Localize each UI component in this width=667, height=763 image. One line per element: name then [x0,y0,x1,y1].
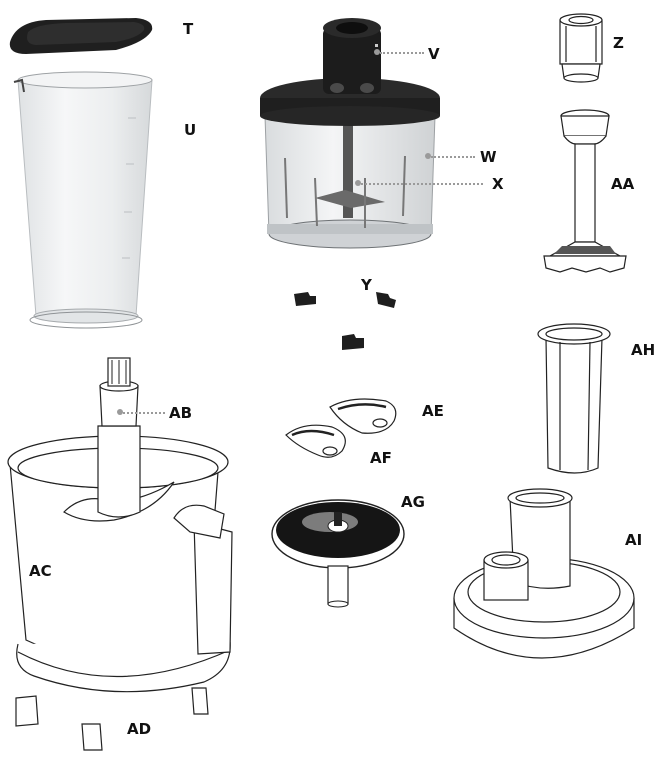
disc-holder-drawing [271,499,405,608]
label-v: V [428,45,440,63]
inserts-drawing [285,398,397,458]
part-z-coupler [556,12,606,84]
chopper-drawing [260,18,440,249]
leader-line-x [361,183,483,185]
label-y: Y [361,276,372,294]
part-ae-af-inserts [282,395,412,465]
part-y-feet [292,290,402,360]
part-ag-disc-holder [270,492,410,610]
label-ai: AI [625,531,643,549]
leader-line-w [431,156,475,158]
label-ag: AG [401,493,425,511]
part-chopper-assembly [255,18,445,254]
part-ah-food-pusher [536,322,612,478]
part-t-beaker-lid [6,12,156,54]
label-w: W [480,148,497,166]
label-ae: AE [422,402,444,420]
chopper-feet-drawing [294,292,396,350]
beaker-lid-drawing [9,18,153,54]
leader-line-v [380,52,424,54]
part-ac-processor-bowl [4,352,244,752]
measuring-beaker-drawing [13,71,153,329]
label-ab: AB [169,404,193,422]
label-aa: AA [611,175,635,193]
label-af: AF [370,449,392,467]
leader-dot-v [374,49,380,55]
leader-line-ab [123,412,165,414]
part-ai-lid [450,488,640,678]
label-ah: AH [631,341,656,359]
label-z: Z [613,34,624,52]
leader-dot-x [355,180,361,186]
coupler-drawing [559,13,603,83]
label-ad: AD [127,720,152,738]
food-pusher-drawing [537,323,611,474]
leader-dot-ab [117,409,123,415]
processor-bowl-drawing [7,357,233,751]
lid-drawing [453,488,635,659]
label-x: X [492,175,504,193]
part-u-measuring-beaker [10,66,160,330]
masher-drawing [543,109,627,273]
label-t: T [183,20,194,38]
leader-dot-w [425,153,431,159]
label-u: U [184,121,197,139]
label-ac: AC [29,562,52,580]
part-aa-masher [540,108,630,278]
